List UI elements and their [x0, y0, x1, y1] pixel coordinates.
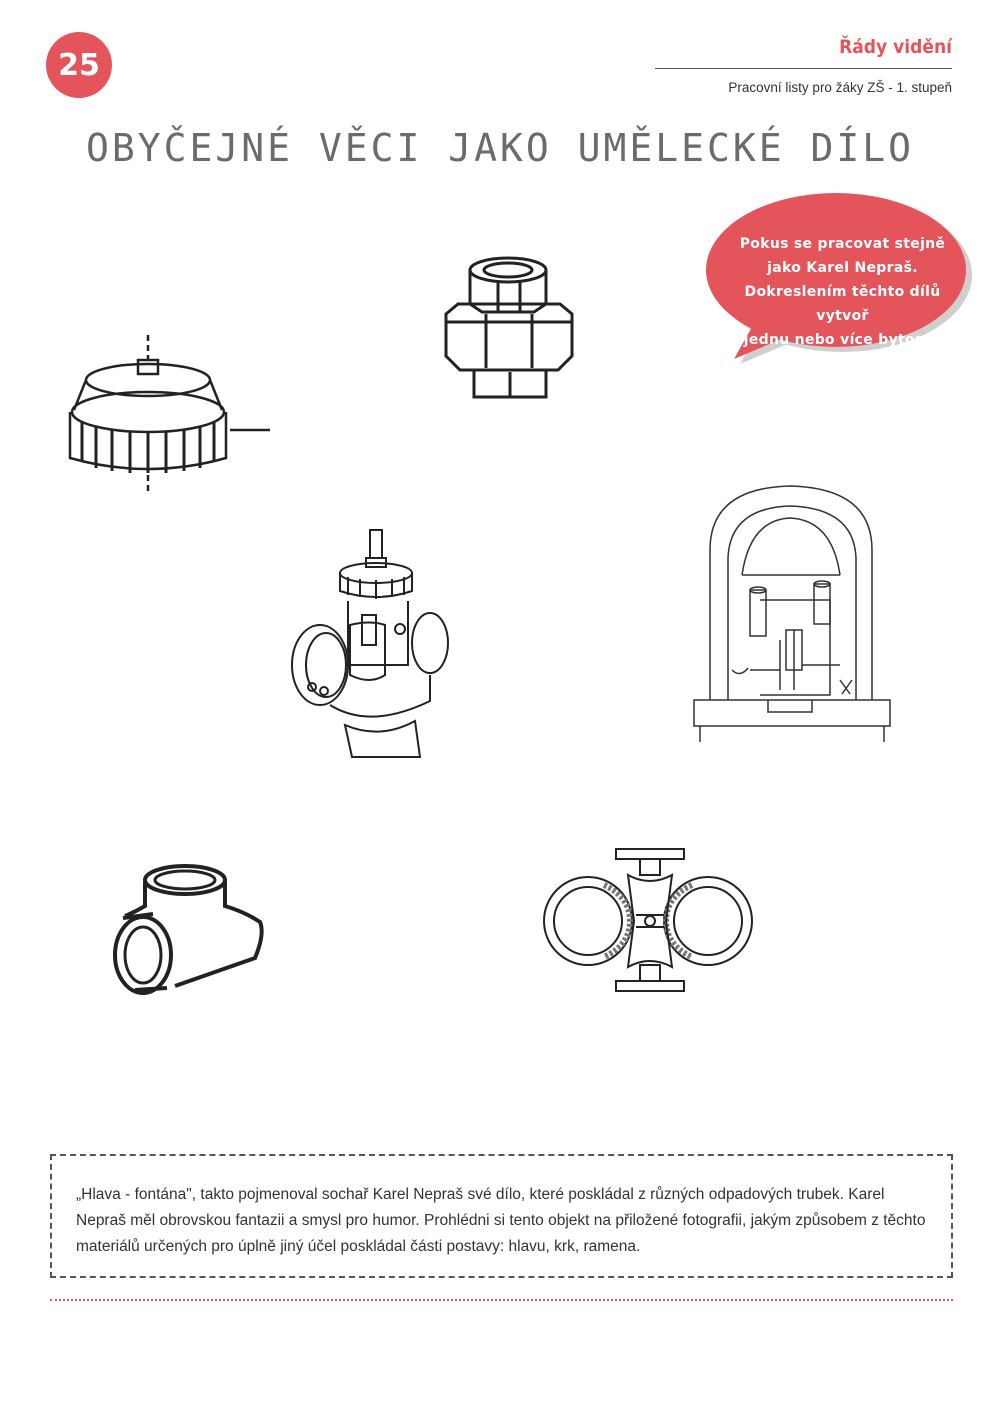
header-divider	[655, 68, 952, 69]
bubble-line: jako Karel Nepraš.	[767, 260, 918, 276]
speech-bubble-shape	[706, 193, 972, 364]
reactor-cutaway-drawing	[693, 485, 891, 742]
page-number-badge: 25	[46, 32, 112, 98]
bubble-line: Dokreslením těchto dílů vytvoř	[744, 284, 941, 324]
valve-handwheels-drawing	[543, 848, 753, 992]
carburetor-drawing	[291, 529, 449, 758]
pipe-tee-drawing	[113, 864, 264, 995]
dotted-divider	[50, 1299, 953, 1301]
pipe-union-drawing	[444, 256, 574, 399]
worksheet-subtitle: Pracovní listy pro žáky ZŠ - 1. stupeň	[728, 80, 952, 95]
series-title: Řády vidění	[839, 36, 952, 58]
bubble-line: jednu nebo více bytostí.	[743, 332, 942, 348]
bubble-text: Pokus se pracovat stejně jako Karel Nepr…	[720, 232, 965, 352]
filter-cap-drawing	[68, 335, 270, 495]
info-note-box: „Hlava - fontána", takto pojmenoval soch…	[50, 1154, 953, 1278]
page-title: OBYČEJNÉ VĚCI JAKO UMĚLECKÉ DÍLO	[85, 126, 915, 170]
instruction-bubble: Pokus se pracovat stejně jako Karel Nepr…	[700, 192, 990, 372]
bubble-line: Pokus se pracovat stejně	[739, 236, 946, 252]
